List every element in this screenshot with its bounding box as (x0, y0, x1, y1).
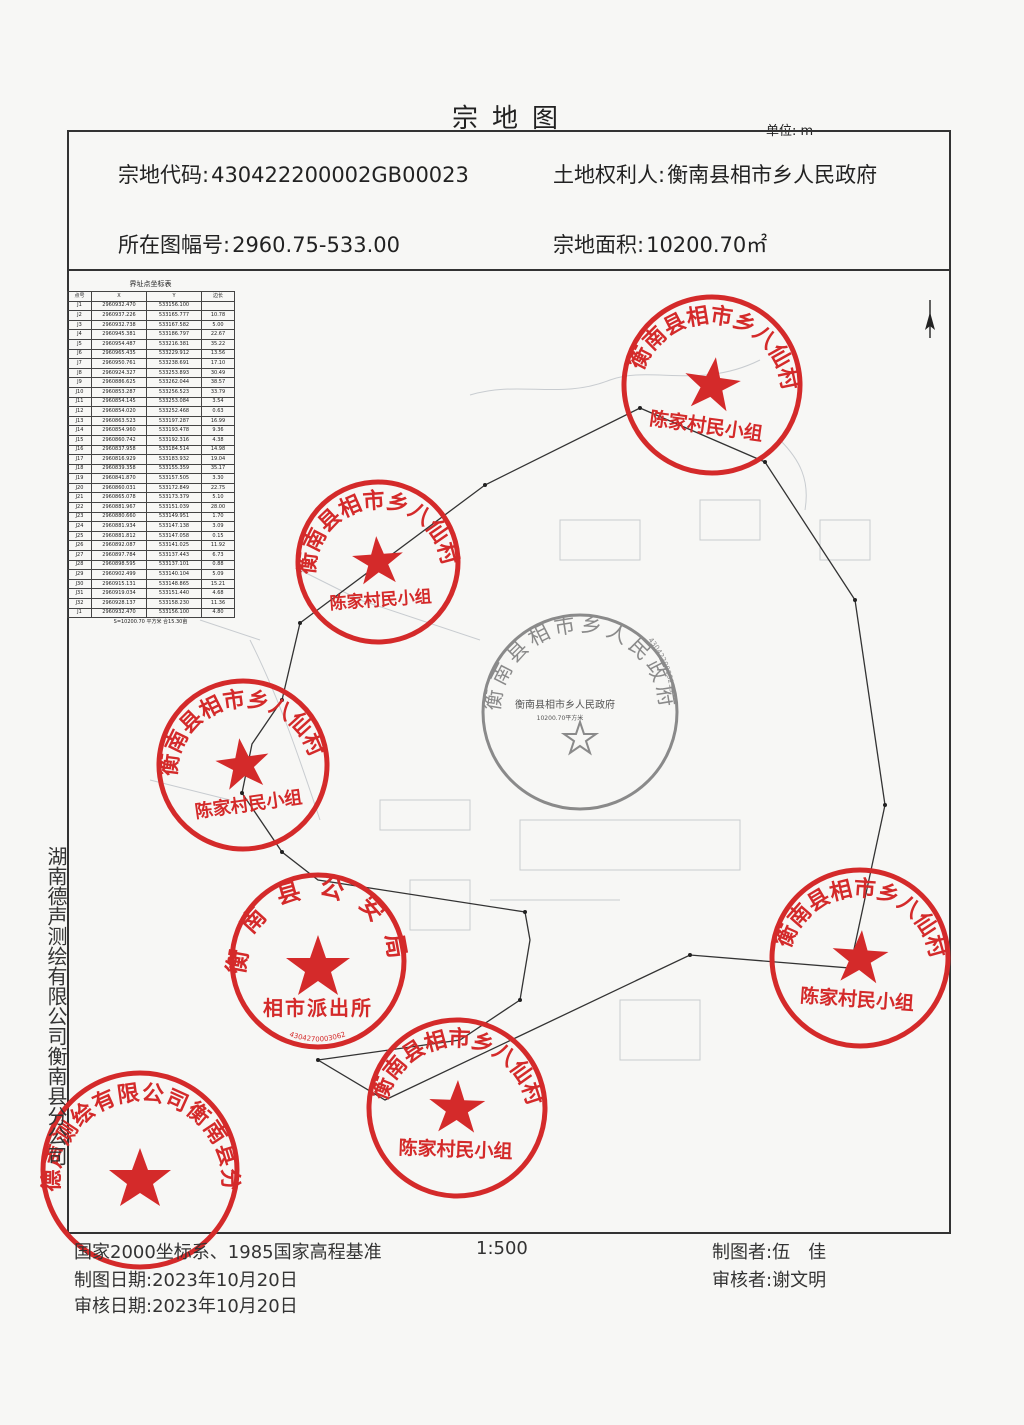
boundary-point (316, 1058, 320, 1062)
company-stamp-text: 湖南德声测绘有限公司衡南县分公司 (0, 0, 242, 1192)
government-inner-area: 10200.70平方米 (537, 714, 584, 722)
police-stamp: 衡南县公安局 相市派出所 4304270003062 (221, 871, 407, 1050)
government-stamp-text: 衡南县相市乡人民政府 (480, 612, 675, 712)
parcel-boundary (241, 407, 886, 1101)
coordinate-table-footer: S=10200.70 平方米 合15.30亩 (113, 619, 188, 626)
svg-text:衡南县相市乡人民政府: 衡南县相市乡人民政府 (480, 612, 679, 712)
boundary-point (240, 791, 244, 795)
boundary-point (280, 698, 284, 702)
header-box (67, 130, 951, 271)
area-row: 宗地面积:10200.70㎡ (553, 229, 767, 259)
area: 10200.70㎡ (646, 233, 768, 257)
footer-drawn-date-row: 制图日期:2023年10月20日 (74, 1266, 298, 1292)
drawn-date-label: 制图日期: (74, 1270, 153, 1291)
footer-reviewer-row: 审核者:谢文明 (712, 1266, 826, 1292)
footer-drawer-row: 制图者:伍 佳 (712, 1238, 826, 1264)
side-text-content: 湖南德声测绘有限公司衡南县分公司 (44, 846, 68, 1166)
document-title: 宗地图 (451, 104, 572, 134)
government-inner-name: 衡南县相市乡人民政府 (515, 698, 615, 711)
parcel-code: 430422200002GB00023 (211, 163, 469, 187)
government-stamp: 衡南县相市乡人民政府 4304220003299 衡南县相市乡人民政府 1020… (480, 612, 679, 811)
boundary-point (638, 406, 642, 410)
boundary-point (853, 598, 857, 602)
sheet-no: 2960.75-533.00 (232, 233, 400, 257)
area-label: 宗地面积: (553, 233, 645, 257)
review-date-label: 审核日期: (74, 1296, 153, 1317)
owner-label: 土地权利人: (553, 163, 666, 187)
boundary-point (688, 953, 692, 957)
boundary-point (883, 803, 887, 807)
footer-system: 国家2000坐标系、1985国家高程基准 (74, 1242, 382, 1263)
star-icon (215, 738, 269, 790)
police-stamp-bottom-text: 相市派出所 (263, 996, 373, 1020)
drawer-label: 制图者: (712, 1242, 773, 1263)
company-stamp: 湖南德声测绘有限公司衡南县分公司 (0, 0, 243, 1270)
review-date: 2023年10月20日 (152, 1296, 298, 1317)
sheet-row: 所在图幅号:2960.75-533.00 (118, 229, 400, 259)
police-stamp-code: 4304270003062 (288, 1030, 346, 1043)
star-icon (429, 1080, 486, 1133)
boundary-point (763, 460, 767, 464)
star-icon (685, 357, 741, 412)
parcel-code-label: 宗地代码: (118, 163, 210, 187)
reviewer: 谢文明 (772, 1270, 827, 1291)
background-features (149, 359, 871, 1061)
star-icon (352, 536, 403, 585)
village-stamp-bottom-text: 陈家村民小组 (398, 1136, 513, 1163)
boundary-point (523, 910, 527, 914)
reviewer-label: 审核者: (712, 1270, 773, 1291)
village-stamp-bottom-text: 陈家村民小组 (194, 786, 304, 823)
star-icon (832, 930, 889, 984)
boundary-point (280, 850, 284, 854)
svg-text:4304270003062: 4304270003062 (288, 1030, 346, 1043)
svg-text:湖南德声测绘有限公司衡南县分公司: 湖南德声测绘有限公司衡南县分公司 (0, 0, 243, 1192)
boundary-point (518, 998, 522, 1002)
drawer: 伍 佳 (772, 1242, 827, 1263)
village-stamp-bottom-text: 陈家村民小组 (799, 984, 914, 1015)
owner: 衡南县相市乡人民政府 (667, 163, 878, 187)
footer-review-date-row: 审核日期:2023年10月20日 (74, 1292, 298, 1318)
sheet-label: 所在图幅号: (118, 233, 231, 257)
owner-row: 土地权利人:衡南县相市乡人民政府 (553, 159, 877, 189)
side-company-text: 湖南德声测绘有限公司衡南县分公司 (44, 846, 68, 1166)
footer-scale: 1:500 (476, 1238, 528, 1259)
parcel-code-row: 宗地代码:430422200002GB00023 (118, 159, 469, 189)
coordinate-table-title: 界址点坐标表 (129, 280, 172, 288)
cell-length: 4.80 (201, 607, 235, 619)
map-frame (67, 130, 951, 1234)
boundary-point (298, 621, 302, 625)
boundary-point (483, 483, 487, 487)
north-arrow-icon (925, 300, 935, 338)
village-stamp-bottom-text: 陈家村民小组 (648, 407, 764, 446)
drawn-date: 2023年10月20日 (152, 1270, 298, 1291)
